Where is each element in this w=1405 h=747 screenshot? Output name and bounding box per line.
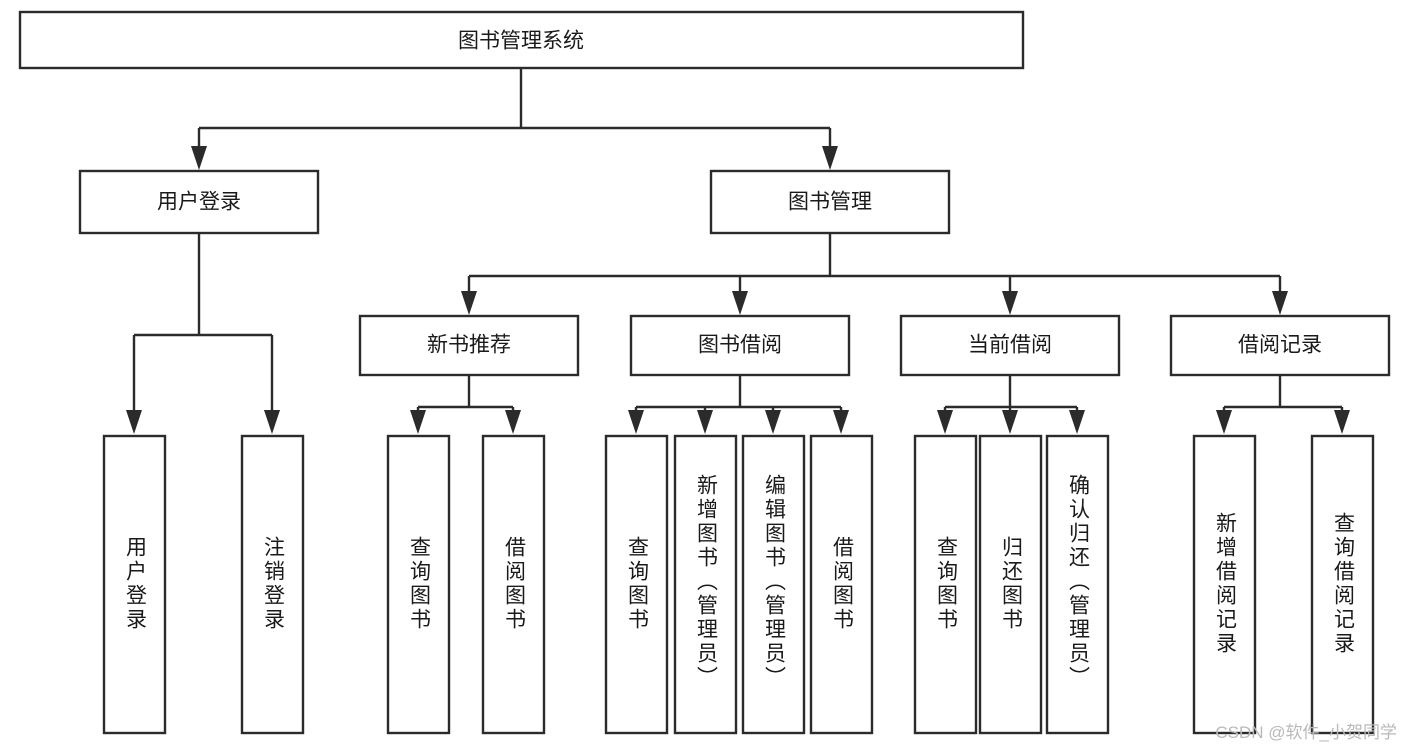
leaf-borrow-book[interactable]: 借阅图书	[809, 434, 874, 735]
leaf-user-login[interactable]: 用户登录	[102, 434, 167, 735]
watermark: CSDN @软件_小贺同学	[1215, 723, 1397, 742]
node-root[interactable]: 图书管理系统	[18, 10, 1025, 70]
connector-userlogin-to-leaves	[126, 233, 280, 434]
leaf-query-borrow-record-label: 查询借阅记录	[1331, 512, 1355, 656]
leaf-query-book-recommend-label: 查询图书	[407, 536, 431, 632]
connector-currentborrow-to-leaves	[937, 375, 1085, 434]
node-book-management[interactable]: 图书管理	[709, 169, 951, 235]
leaf-user-login-label: 用户登录	[123, 536, 147, 632]
node-book-management-label: 图书管理	[788, 191, 872, 214]
node-borrow-record[interactable]: 借阅记录	[1169, 314, 1391, 377]
arrow-icon	[191, 146, 207, 170]
leaf-query-book-current[interactable]: 查询图书	[913, 434, 978, 735]
node-current-borrow[interactable]: 当前借阅	[899, 314, 1121, 377]
leaf-query-book-borrow-label: 查询图书	[625, 536, 649, 632]
arrow-icon	[461, 291, 477, 315]
node-new-book-recommend-label: 新书推荐	[427, 334, 511, 357]
leaf-query-book-current-label: 查询图书	[934, 536, 958, 632]
arrow-icon	[505, 410, 521, 434]
leaf-query-borrow-record[interactable]: 查询借阅记录	[1310, 434, 1375, 735]
node-current-borrow-label: 当前借阅	[968, 334, 1052, 357]
arrow-icon	[765, 410, 781, 434]
leaf-logout-label: 注销登录	[261, 536, 285, 632]
leaf-borrow-book-recommend-label: 借阅图书	[502, 536, 526, 632]
arrow-icon	[628, 410, 644, 434]
arrow-icon	[833, 410, 849, 434]
leaf-add-book-admin-label: 新增图书（管理员）	[694, 474, 718, 690]
leaf-edit-book-admin[interactable]: 编辑图书（管理员）	[741, 434, 806, 735]
leaf-logout[interactable]: 注销登录	[240, 434, 305, 735]
leaf-return-book-label: 归还图书	[999, 536, 1023, 632]
connector-newbook-to-leaves	[410, 375, 521, 434]
connector-bookborrow-to-leaves	[628, 375, 849, 434]
arrow-icon	[126, 410, 142, 434]
arrow-icon	[697, 410, 713, 434]
arrow-icon	[1002, 291, 1018, 315]
leaf-query-book-borrow[interactable]: 查询图书	[604, 434, 669, 735]
arrow-icon	[822, 146, 838, 170]
connector-root-to-level1	[191, 68, 838, 170]
leaf-add-borrow-record[interactable]: 新增借阅记录	[1192, 434, 1257, 735]
arrow-icon	[1272, 291, 1288, 315]
arrow-icon	[1334, 410, 1350, 434]
arrow-icon	[1216, 410, 1232, 434]
leaf-edit-book-admin-label: 编辑图书（管理员）	[762, 474, 786, 690]
leaf-add-borrow-record-label: 新增借阅记录	[1213, 512, 1237, 656]
connector-bookmgmt-to-level2	[461, 233, 1288, 315]
arrow-icon	[264, 410, 280, 434]
arrow-icon	[1069, 410, 1085, 434]
node-book-borrow[interactable]: 图书借阅	[629, 314, 851, 377]
leaf-borrow-book-recommend[interactable]: 借阅图书	[481, 434, 546, 735]
arrow-icon	[937, 410, 953, 434]
leaf-borrow-book-label: 借阅图书	[830, 536, 854, 632]
leaf-query-book-recommend[interactable]: 查询图书	[386, 434, 451, 735]
node-book-borrow-label: 图书借阅	[698, 334, 782, 357]
leaf-add-book-admin[interactable]: 新增图书（管理员）	[673, 434, 738, 735]
node-user-login-label: 用户登录	[157, 191, 241, 214]
leaf-return-book[interactable]: 归还图书	[978, 434, 1043, 735]
arrow-icon	[732, 291, 748, 315]
node-borrow-record-label: 借阅记录	[1238, 334, 1322, 357]
node-user-login[interactable]: 用户登录	[78, 169, 320, 235]
leaf-confirm-return-admin[interactable]: 确认归还（管理员）	[1045, 434, 1110, 735]
node-root-label: 图书管理系统	[458, 30, 584, 53]
arrow-icon	[410, 410, 426, 434]
connector-borrowrecord-to-leaves	[1216, 375, 1350, 434]
arrow-icon	[1002, 410, 1018, 434]
node-new-book-recommend[interactable]: 新书推荐	[358, 314, 580, 377]
leaf-confirm-return-admin-label: 确认归还（管理员）	[1066, 474, 1090, 690]
